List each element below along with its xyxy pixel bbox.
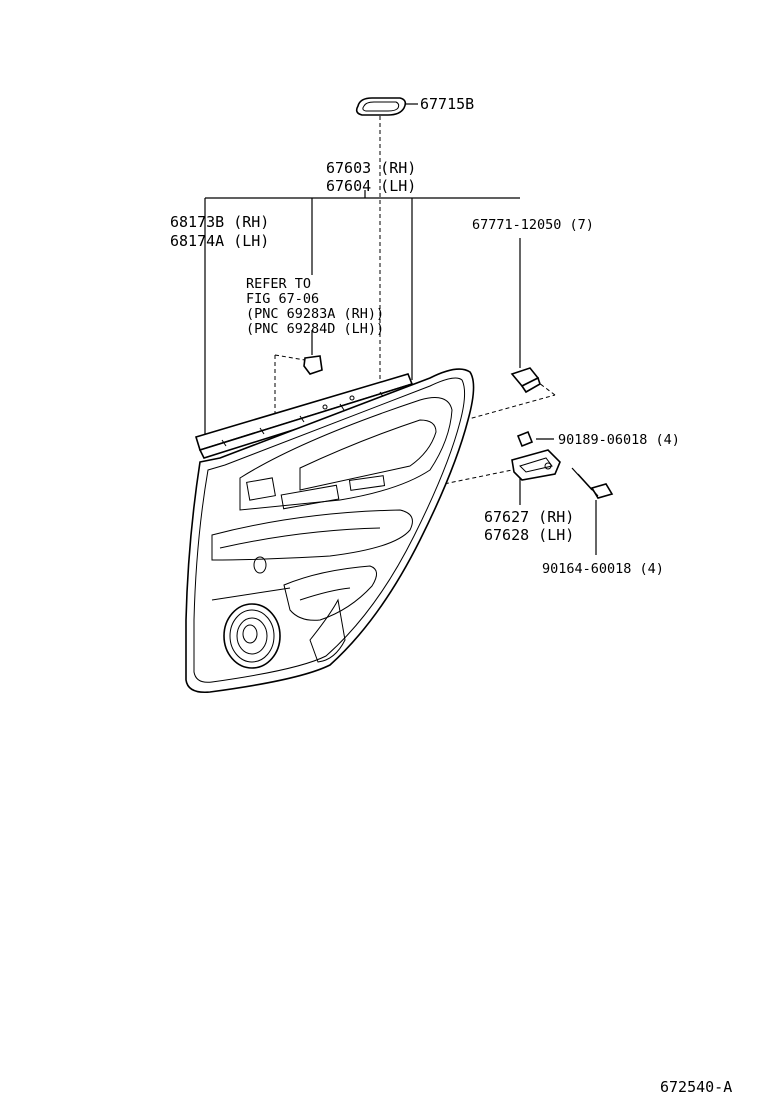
leader-lines xyxy=(204,103,597,555)
clip-67771 xyxy=(510,367,541,394)
figure-code: 672540-A xyxy=(660,1078,732,1096)
label-refer-2: FIG 67-06 xyxy=(246,291,319,307)
label-68173b: 68173B (RH) xyxy=(170,213,269,231)
label-67628: 67628 (LH) xyxy=(484,526,574,544)
label-67715b: 67715B xyxy=(420,95,474,113)
clip-90189 xyxy=(516,430,534,448)
label-67604: 67604 (LH) xyxy=(326,177,416,195)
clip-69283a xyxy=(303,355,323,375)
label-refer-4: (PNC 69284D (LH)) xyxy=(246,321,384,337)
labels: 67715B 67603 (RH) 67604 (LH) 68173B (RH)… xyxy=(170,95,732,1096)
label-67603: 67603 (RH) xyxy=(326,159,416,177)
label-refer-3: (PNC 69283A (RH)) xyxy=(246,306,384,322)
weatherstrip-68173b xyxy=(194,373,415,459)
dashed-reference-lines xyxy=(274,116,556,496)
bracket-67627 xyxy=(511,449,561,481)
label-90164: 90164-60018 (4) xyxy=(542,561,664,577)
label-68174a: 68174A (LH) xyxy=(170,232,269,250)
label-67627: 67627 (RH) xyxy=(484,508,574,526)
label-67771: 67771-12050 (7) xyxy=(472,217,594,233)
label-refer-1: REFER TO xyxy=(246,276,311,292)
bezel-67715b xyxy=(355,97,407,116)
door-trim-panel xyxy=(185,368,475,694)
label-90189: 90189-06018 (4) xyxy=(558,432,680,448)
screw-90164 xyxy=(571,467,614,499)
